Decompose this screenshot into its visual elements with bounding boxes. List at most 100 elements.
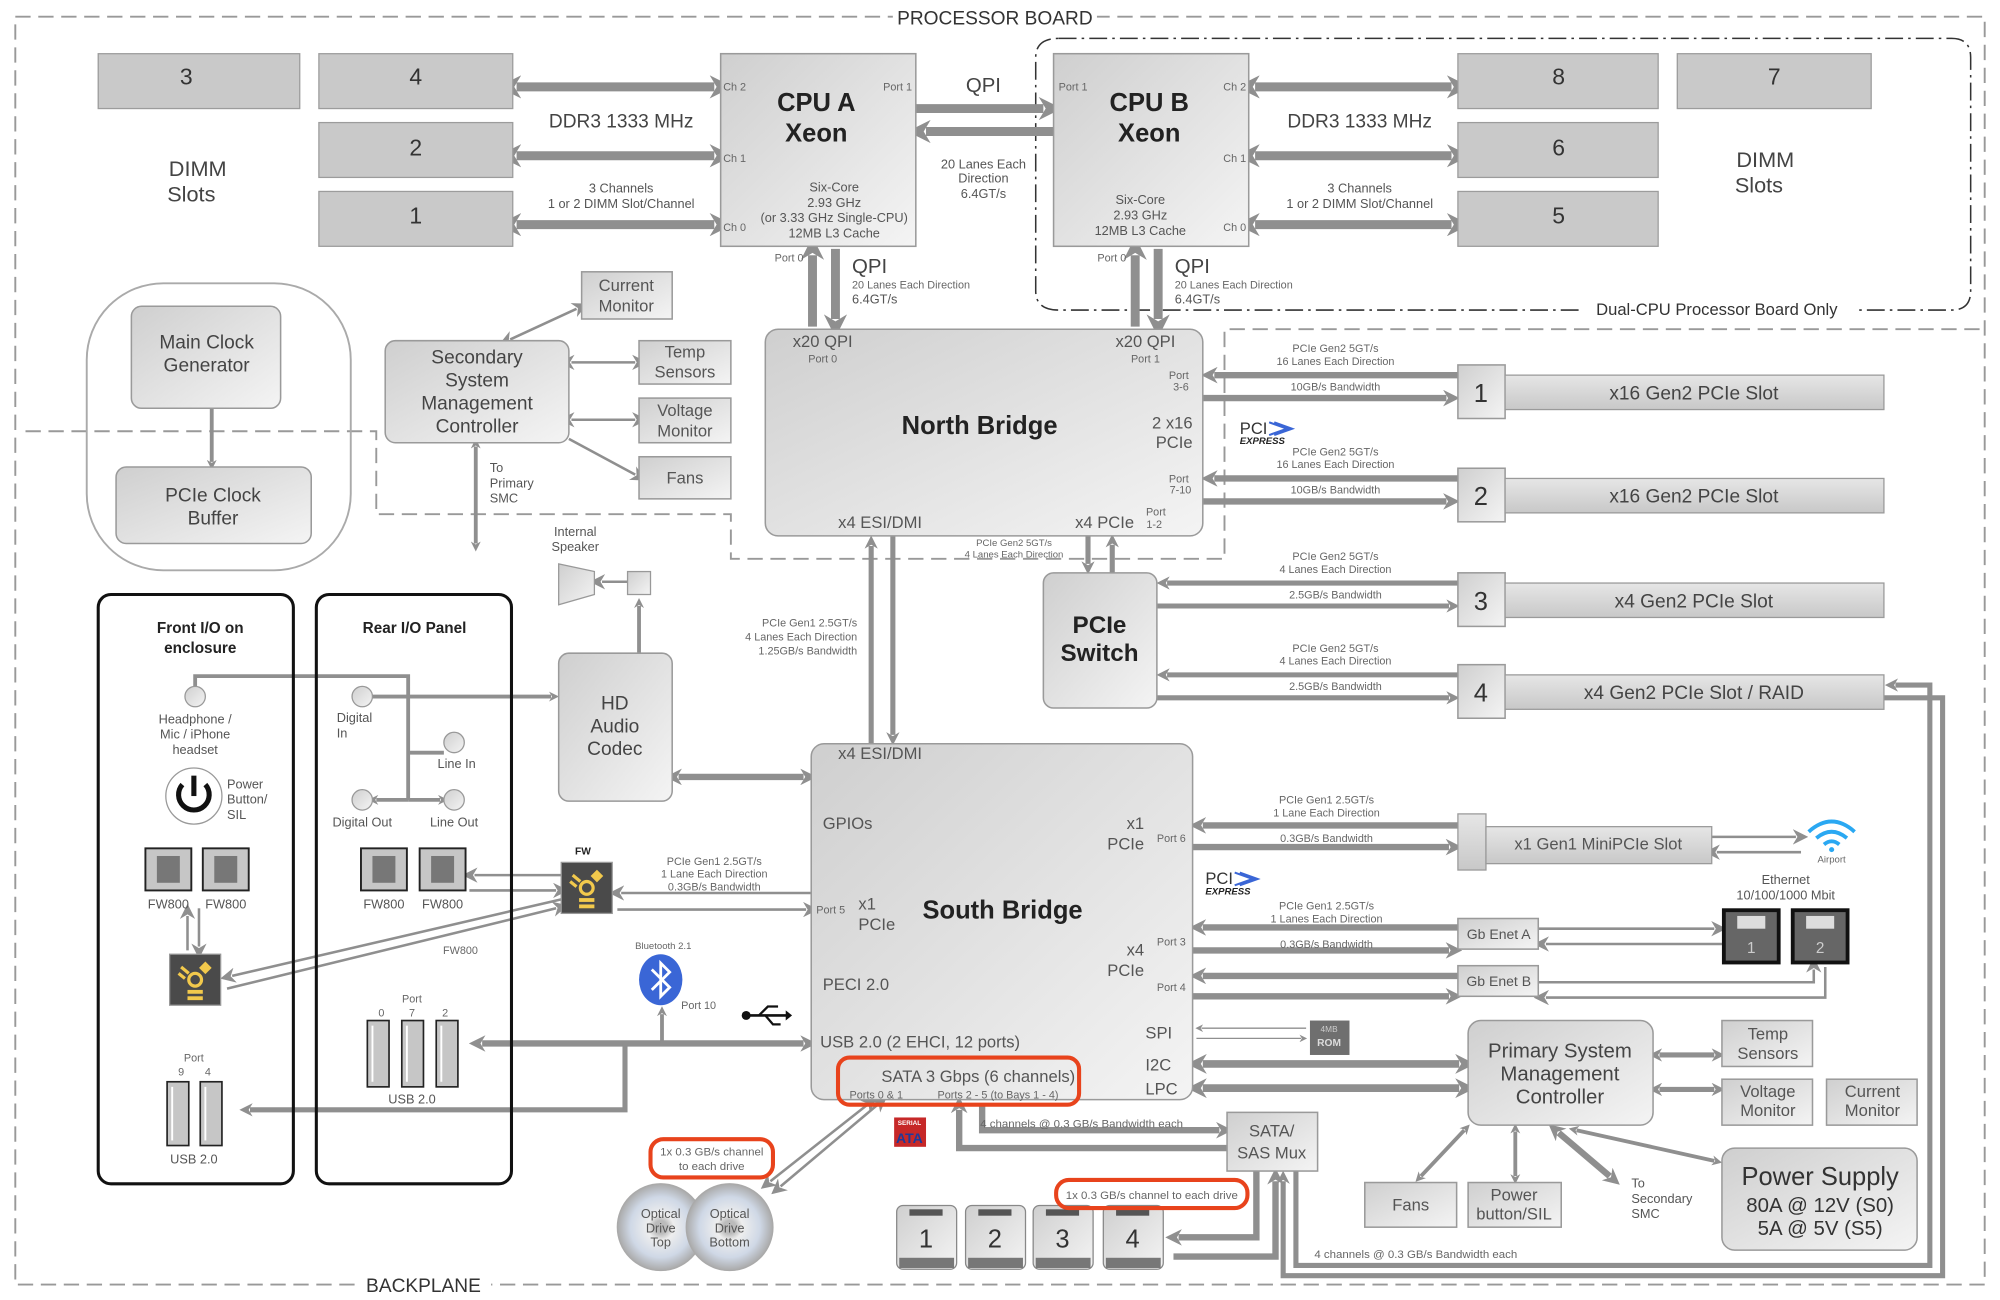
hd-audio-codec[interactable]: HD Audio Codec [557,652,673,802]
box-label: Monitor [599,296,655,315]
ethernet-port-icon[interactable]: 1 [1721,908,1781,965]
dimm-number: 4 [409,63,422,89]
primary-smc[interactable]: Primary System Management Controller [1467,1019,1654,1126]
power-supply[interactable]: Power Supply 80A @ 12V (S0) 5A @ 5V (S5) [1721,1147,1918,1251]
connector-arrow [226,901,569,990]
sata-ports-label: Ports 0 & 1 [849,1089,903,1101]
cpu-b[interactable]: CPU B Xeon Six-Core 2.93 GHz 12MB L3 Cac… [1052,52,1250,265]
link-label: 1 Lane Each Direction [661,869,768,881]
sb-port-label: Port 6 [1157,833,1186,845]
link-label: 2.5GB/s Bandwidth [1289,589,1382,601]
dimm-slot[interactable]: 3 [97,53,301,110]
firewire-800-port[interactable] [360,847,408,892]
dimm-slot[interactable]: 2 [318,121,514,179]
headphone-jack[interactable] [184,685,206,708]
dimm-slot[interactable]: 7 [1676,53,1872,110]
link-label: 4 Lanes Each Direction [1279,656,1391,668]
smc-name: Primary System [1488,1041,1632,1063]
digital-out-jack[interactable] [351,789,374,811]
dimm-slot[interactable]: 5 [1457,190,1659,247]
hard-drive-bay-1[interactable]: 1 [896,1204,958,1270]
port-label: FW800 [363,896,404,911]
cpu-a[interactable]: CPU A Xeon Six-Core 2.93 GHz (or 3.33 GH… [719,52,917,265]
ethernet-port-icon[interactable]: 2 [1790,908,1850,965]
pci-express-logo: PCI EXPRESS [1240,419,1296,447]
nb-port-label: Port 1 [1131,353,1160,365]
cpu-name: Xeon [785,120,847,148]
firewire-800-port[interactable] [144,847,193,892]
box-label: Voltage [1740,1082,1795,1101]
sb-port-label: GPIOs [823,814,873,833]
usb-port[interactable] [435,1019,459,1088]
line-in-jack[interactable] [443,731,465,754]
dimm-slot[interactable]: 8 [1457,53,1659,110]
connector-arrow [1548,1124,1620,1185]
secondary-smc[interactable]: Secondary System Management Controller [384,339,570,444]
usb-port[interactable] [400,1019,425,1088]
line-out-jack[interactable] [443,789,465,811]
box-label: Temp [1748,1025,1789,1044]
box-label: Sensors [1737,1044,1798,1063]
usb-port[interactable] [166,1080,190,1147]
connector-arrow [239,1043,628,1117]
box-label: HD [601,693,629,714]
usb-port[interactable] [366,1019,390,1088]
firewire-800-port[interactable] [418,847,467,892]
north-bridge[interactable]: x20 QPI Port 0 x20 QPI Port 1 North Brid… [764,328,1204,537]
link-label: 4 Lanes Each Direction [1279,564,1391,576]
dimm-slot[interactable]: 6 [1457,121,1659,179]
cpu-spec: Six-Core [1116,192,1166,207]
link-label: 1 Lanes Each Direction [1271,913,1383,925]
link-label: PCIe Gen2 5GT/s [1292,343,1379,355]
drive-label: Bottom [709,1234,749,1249]
usb-port[interactable] [199,1080,223,1147]
port-label: FW800 [422,896,463,911]
fw-chip-label: FW [575,847,591,858]
firewire-800-port[interactable] [201,847,250,892]
dimm-number: 3 [180,63,193,89]
pcie-switch[interactable]: PCIe Switch [1042,572,1158,709]
gb-enet-a[interactable]: Gb Enet A [1457,917,1540,950]
fans[interactable]: Fans [1364,1181,1458,1228]
svg-text:EXPRESS: EXPRESS [1240,436,1286,447]
dimm-slot[interactable]: 1 [318,190,514,247]
fans-secondary[interactable]: Fans [638,455,732,500]
svg-text:1: 1 [1747,940,1756,957]
port-label: SIL [227,807,246,822]
qpi-label: QPI [852,256,887,278]
hard-drive-bay-3[interactable]: 3 [1032,1204,1094,1270]
gb-enet-b[interactable]: Gb Enet B [1457,964,1540,998]
digital-in-jack[interactable] [351,685,374,708]
sata-label: SATA 3 Gbps (6 channels) [881,1067,1075,1086]
minipcie-slot[interactable]: x1 Gen1 MiniPCIe Slot [1457,813,1713,871]
optical-drive-bottom[interactable]: Optical Drive Bottom [685,1183,774,1272]
speaker-label: Internal [554,524,597,539]
cpu-name: CPU B [1110,89,1189,117]
sata-sas-mux[interactable]: SATA/ SAS Mux [1226,1111,1319,1172]
svg-text:Front I/O on: Front I/O on [157,620,244,637]
box-label: Monitor [1740,1101,1796,1120]
mux-label: SAS Mux [1237,1143,1307,1162]
hard-drive-bay-4[interactable]: 4 [1102,1204,1164,1270]
hard-drive-bay-2[interactable]: 2 [964,1204,1027,1270]
ethernet-title: Ethernet [1762,872,1811,887]
dimm-slot[interactable]: 4 [318,53,514,110]
south-bridge[interactable]: x4 ESI/DMI GPIOs x1 PCIe Port 6 South Br… [810,742,1194,1101]
memory-channels: 1 or 2 DIMM Slot/Channel [548,196,695,211]
power-button-icon[interactable] [165,767,223,825]
dimm-number: 5 [1552,202,1565,228]
